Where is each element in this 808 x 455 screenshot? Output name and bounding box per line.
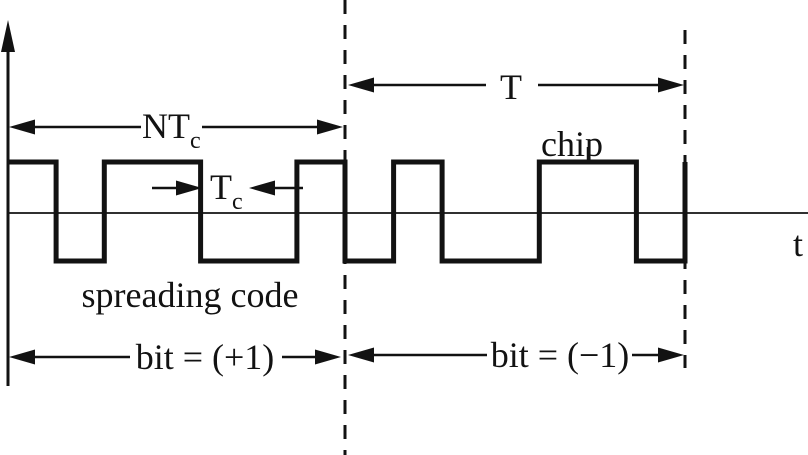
tc-label-subscript: c	[232, 189, 243, 215]
tc-dimension: Tc	[152, 167, 303, 215]
t-label: T	[500, 67, 522, 107]
bit-minus-label: bit = (−1)	[491, 335, 630, 375]
ntc-dimension: NTc	[9, 106, 343, 154]
spreading-code-label: spreading code	[82, 275, 299, 315]
bit-plus-dimension: bit = (+1)	[9, 337, 341, 377]
ntc-arrowhead-right-icon	[317, 119, 343, 135]
ntc-label-subscript: c	[190, 128, 201, 154]
ntc-arrowhead-left-icon	[9, 119, 35, 135]
spreading-code-waveform	[8, 159, 688, 264]
tc-label-main: T	[210, 167, 232, 207]
bit-duration-dimension: T	[348, 67, 684, 107]
ntc-label: NTc	[142, 106, 201, 154]
bit-minus-dimension: bit = (−1)	[348, 335, 684, 375]
bit-plus-arrowhead-right-icon	[315, 349, 341, 365]
amplitude-axis-arrow-icon	[1, 20, 15, 52]
ntc-label-main: NT	[142, 106, 190, 146]
bit-plus-arrowhead-left-icon	[9, 349, 35, 365]
tc-label: Tc	[210, 167, 243, 215]
bit-minus-arrowhead-right-icon	[658, 347, 684, 363]
chip-label: chip	[541, 124, 603, 164]
bit-minus-arrowhead-left-icon	[348, 347, 374, 363]
t-arrowhead-left-icon	[348, 77, 374, 93]
tc-arrowhead-left-pointing-icon	[249, 180, 275, 196]
t-arrowhead-right-icon	[658, 77, 684, 93]
time-axis-label: t	[793, 224, 803, 264]
bit-plus-label: bit = (+1)	[136, 337, 275, 377]
tc-arrowhead-right-pointing-icon	[176, 180, 202, 196]
